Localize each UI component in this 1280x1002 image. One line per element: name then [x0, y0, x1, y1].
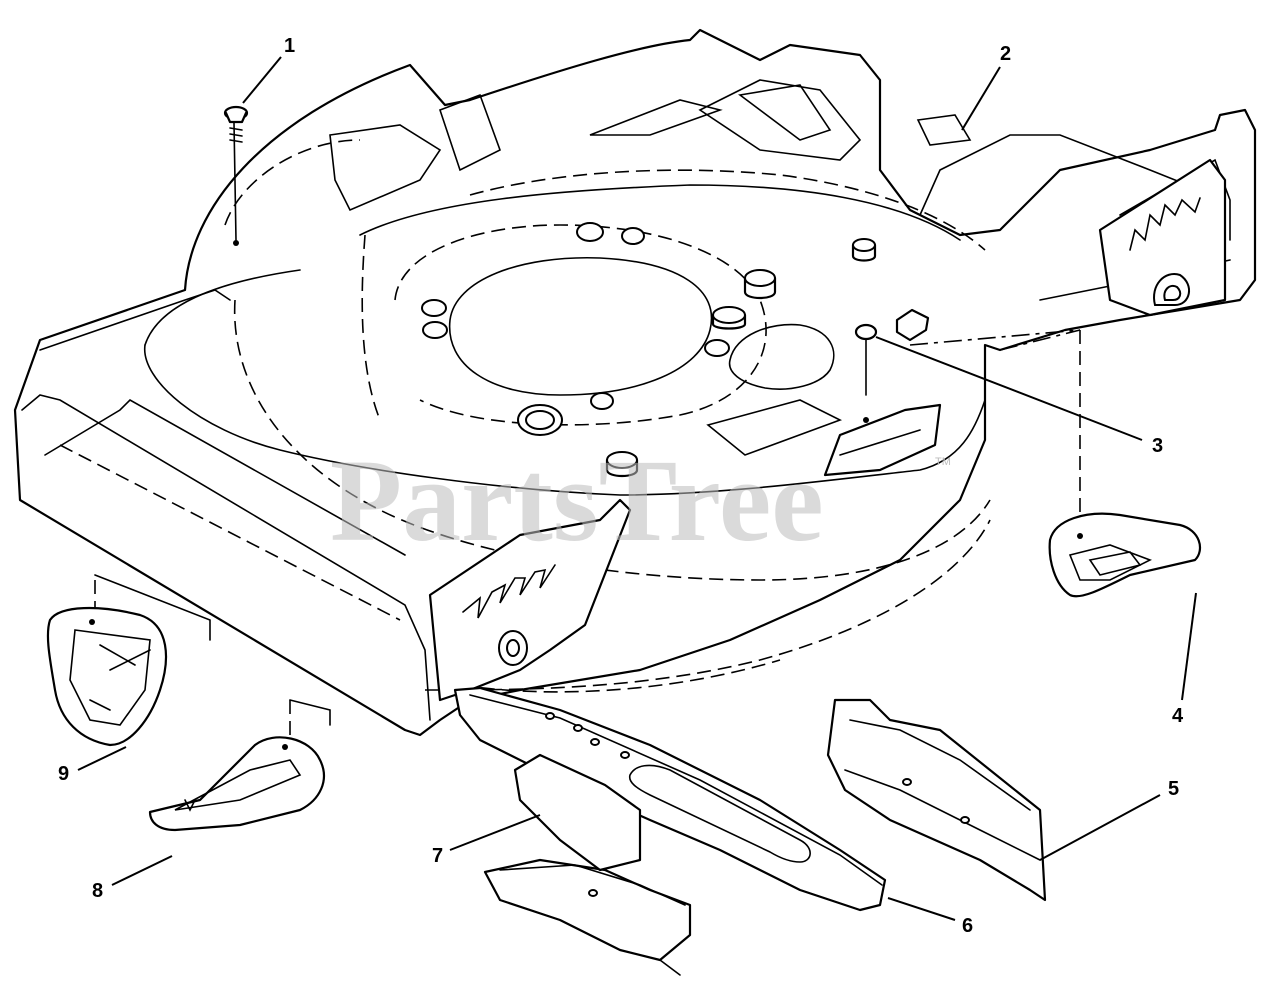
callout-8: 8: [92, 855, 173, 902]
callout-6: 6: [887, 897, 973, 937]
callout-label-2: 2: [1000, 43, 1011, 65]
callout-label-7: 7: [432, 845, 443, 867]
blade-part-6: [453, 686, 887, 912]
callout-1: 1: [242, 35, 295, 104]
watermark-tm: TM: [935, 456, 951, 468]
mower-deck-housing: [13, 28, 1257, 740]
callout-label-5: 5: [1168, 778, 1179, 800]
plug-part-3: [854, 323, 878, 423]
blade-part-5: [826, 698, 1047, 902]
callout-label-4: 4: [1172, 705, 1184, 727]
callout-label-6: 6: [962, 915, 973, 937]
callout-label-3: 3: [1152, 435, 1163, 457]
callout-2: 2: [961, 43, 1011, 131]
callout-4: 4: [1172, 592, 1197, 727]
deflector-part-9: [46, 607, 168, 747]
callout-label-9: 9: [58, 763, 69, 785]
callout-label-1: 1: [284, 35, 295, 57]
screw-part-1: [223, 105, 249, 246]
callout-3: 3: [875, 336, 1163, 457]
callout-7: 7: [432, 814, 541, 867]
callout-5: 5: [1039, 778, 1179, 861]
partstree-watermark: PartsTree TM: [330, 435, 951, 566]
blade-part-7: [483, 858, 692, 976]
callout-9: 9: [58, 746, 127, 785]
watermark-text: PartsTree: [330, 435, 824, 566]
callout-label-8: 8: [92, 880, 103, 902]
deflector-part-8: [148, 736, 325, 832]
deflector-part-4: [1048, 512, 1202, 598]
